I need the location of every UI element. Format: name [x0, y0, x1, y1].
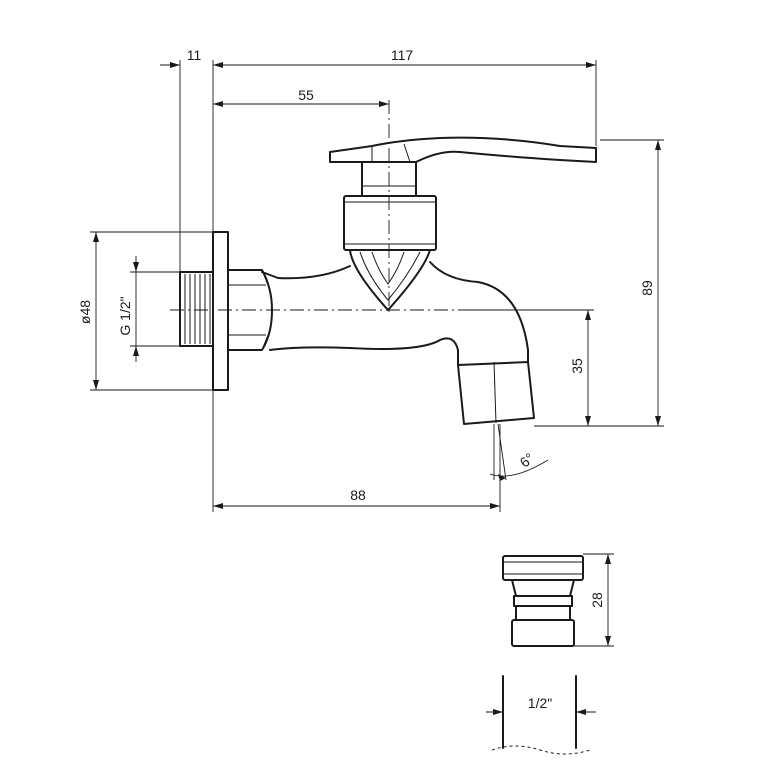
- dim-117: 117: [391, 47, 414, 63]
- faucet-side-view: [170, 100, 597, 425]
- wall-flange: [212, 231, 229, 391]
- lever-handle: [329, 136, 597, 163]
- valve-cone: [349, 249, 431, 311]
- dim-28: 28: [589, 592, 605, 608]
- dim-35: 35: [569, 358, 585, 374]
- aerator: [457, 361, 535, 425]
- spout-body: [261, 261, 529, 366]
- valve-bonnet: [343, 195, 437, 251]
- dim-88: 88: [350, 487, 366, 503]
- dim-55: 55: [298, 87, 314, 103]
- dim-89: 89: [639, 280, 655, 296]
- dim-thread-size: G 1/2": [117, 296, 133, 335]
- hose-detail: 1/2": [486, 675, 596, 755]
- dim-flange-diameter: ø48: [77, 300, 93, 324]
- hose-adapter-detail: 28: [502, 553, 614, 647]
- threaded-connector: [179, 271, 214, 347]
- dim-hose-size: 1/2": [528, 695, 552, 711]
- dimension-lines: 11 117 55 ø48 G 1/2" 35 89 6°: [77, 47, 664, 512]
- dim-11: 11: [187, 47, 202, 63]
